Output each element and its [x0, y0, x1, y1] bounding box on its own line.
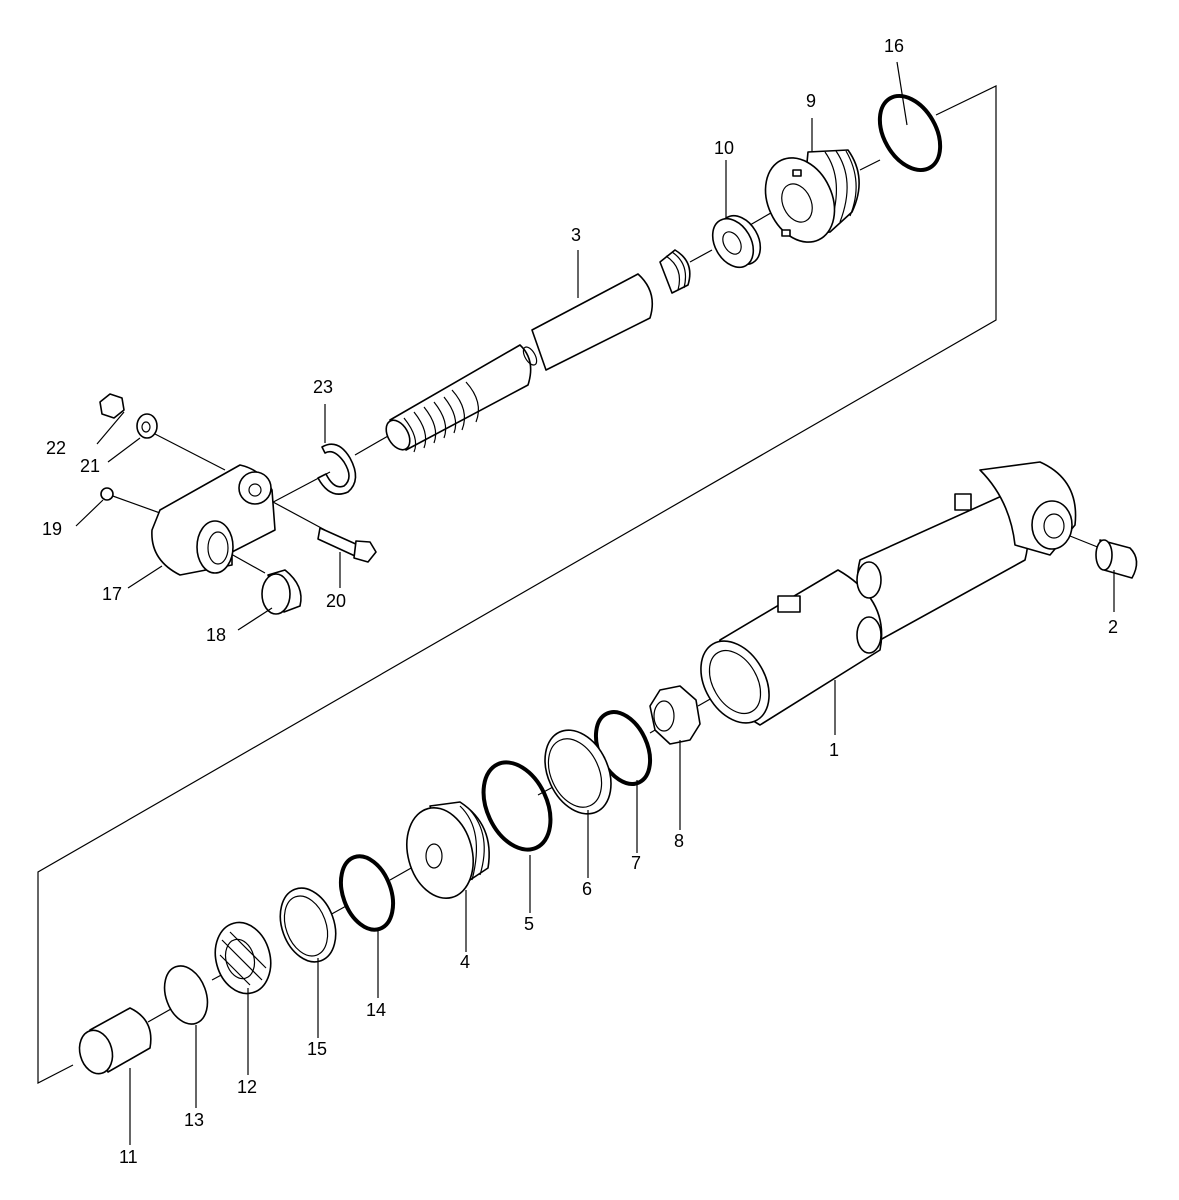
part-12-wiper-seal	[214, 921, 272, 995]
part-9-gland	[764, 149, 860, 243]
part-3-piston-rod	[385, 249, 691, 453]
part-18-bushing	[261, 569, 302, 615]
callout-16: 16	[884, 36, 904, 56]
callout-8: 8	[674, 831, 684, 851]
callout-10: 10	[714, 138, 734, 158]
part-2-pin	[1095, 539, 1138, 579]
callout-17: 17	[102, 584, 122, 604]
part-16-o-ring	[877, 94, 943, 172]
callout-9: 9	[806, 91, 816, 111]
callout-6: 6	[582, 879, 592, 899]
callout-labels: 16 9 10 3 23 22 21 19 17 18 20 2 1 8 7 6…	[42, 36, 1118, 1167]
callout-15: 15	[307, 1039, 327, 1059]
callout-23: 23	[313, 377, 333, 397]
callout-19: 19	[42, 519, 62, 539]
callout-21: 21	[80, 456, 100, 476]
callout-3: 3	[571, 225, 581, 245]
part-15-backup-ring	[279, 887, 337, 963]
callout-7: 7	[631, 853, 641, 873]
callout-18: 18	[206, 625, 226, 645]
callout-5: 5	[524, 914, 534, 934]
callout-12: 12	[237, 1077, 257, 1097]
part-17-rod-eye	[151, 464, 276, 576]
part-11-bushing	[78, 1007, 152, 1075]
part-19-grease-nipple	[100, 487, 114, 501]
assembly-group-frame	[37, 85, 997, 1084]
part-21-washer	[136, 413, 158, 439]
callout-1: 1	[829, 740, 839, 760]
part-4-piston	[406, 801, 490, 899]
part-23-snap-ring	[317, 443, 357, 495]
part-8-nut	[649, 685, 701, 745]
part-5-o-ring	[481, 760, 553, 852]
part-6-backup-ring	[544, 729, 612, 815]
part-14-o-ring	[338, 854, 396, 932]
part-20-bolt	[317, 527, 377, 563]
part-1-cylinder-tube	[700, 461, 1077, 726]
callout-20: 20	[326, 591, 346, 611]
callout-leaders	[75, 61, 1115, 1145]
callout-11: 11	[119, 1147, 138, 1167]
part-22-nut	[99, 393, 125, 419]
callout-2: 2	[1108, 617, 1118, 637]
part-13-snap-ring	[163, 965, 209, 1025]
callout-14: 14	[366, 1000, 386, 1020]
callout-13: 13	[184, 1110, 204, 1130]
callout-4: 4	[460, 952, 470, 972]
part-10-seal	[711, 214, 762, 269]
callout-22: 22	[46, 438, 66, 458]
